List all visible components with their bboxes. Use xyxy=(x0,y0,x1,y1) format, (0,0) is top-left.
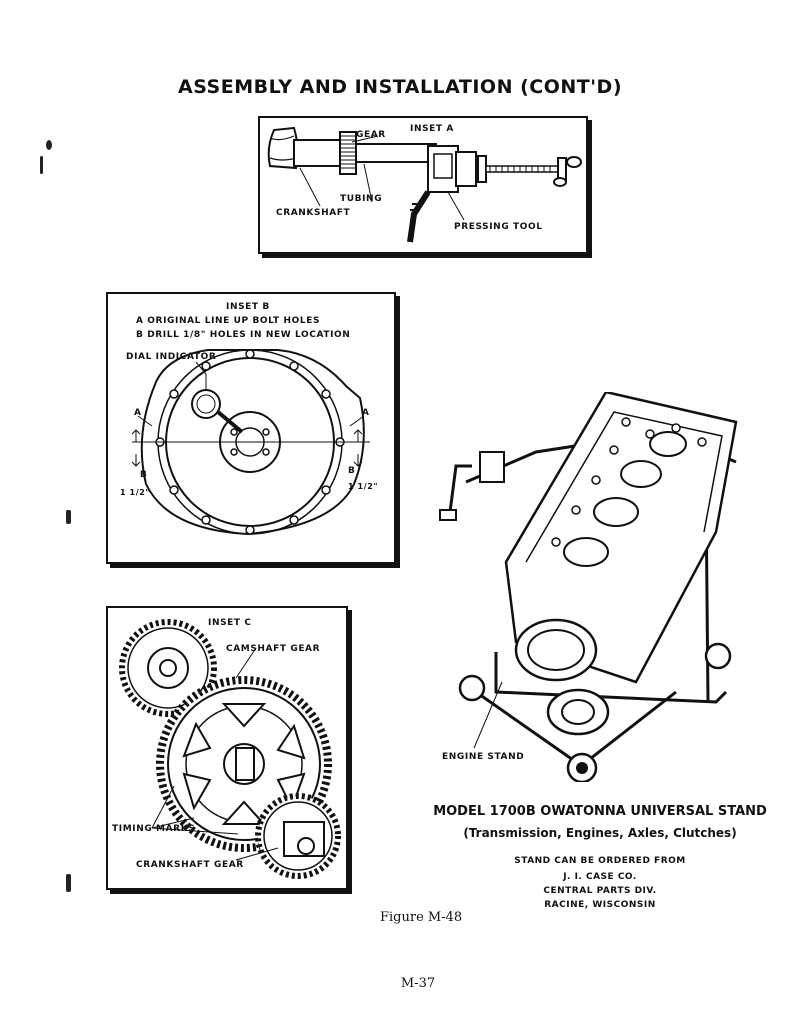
letter-a-left: A xyxy=(134,408,142,418)
timing-marks-label: TIMING MARKS xyxy=(112,824,196,834)
inset-a-title: INSET A xyxy=(410,124,454,134)
inset-c-panel: INSET C CAMSHAFT GEAR TIMING MARKS CRANK… xyxy=(106,606,348,890)
inset-b-title: INSET B xyxy=(226,302,270,312)
figure-caption: Figure M-48 xyxy=(380,910,463,925)
dimension-right: 1 1/2" xyxy=(348,482,379,491)
engine-stand-illustration xyxy=(439,392,738,782)
order-line-2: J. I. CASE CO. xyxy=(563,872,637,882)
order-line-1: STAND CAN BE ORDERED FROM xyxy=(514,856,686,866)
pressing-tool-label: PRESSING TOOL xyxy=(454,222,543,232)
page-number: M-37 xyxy=(400,976,436,991)
letter-b-left: B xyxy=(140,470,148,480)
timing-gears-illustration xyxy=(119,619,341,879)
legend-a: A ORIGINAL LINE UP BOLT HOLES xyxy=(136,316,321,326)
flywheel-housing-illustration xyxy=(131,349,370,536)
order-line-3: CENTRAL PARTS DIV. xyxy=(543,886,657,896)
dimension-left: 1 1/2" xyxy=(120,488,151,497)
crankshaft-label: CRANKSHAFT xyxy=(276,208,351,218)
scan-speck xyxy=(66,510,71,524)
inset-b-panel: INSET B A ORIGINAL LINE UP BOLT HOLES B … xyxy=(106,292,396,564)
letter-b-right: B xyxy=(348,466,356,476)
inset-c-title: INSET C xyxy=(208,618,252,628)
stand-model-title: MODEL 1700B OWATONNA UNIVERSAL STAND xyxy=(433,804,767,819)
scan-speck xyxy=(40,156,43,174)
dial-indicator-label: DIAL INDICATOR xyxy=(126,352,217,362)
inset-a-panel: INSET A GEAR TUBING CRANKSHAFT PRESSING … xyxy=(258,116,588,254)
tubing-label: TUBING xyxy=(340,194,383,204)
order-line-4: RACINE, WISCONSIN xyxy=(544,900,656,910)
engine-stand-label: ENGINE STAND xyxy=(442,752,525,762)
camshaft-gear-label: CAMSHAFT GEAR xyxy=(226,644,321,654)
page-title: ASSEMBLY AND INSTALLATION (CONT'D) xyxy=(178,76,622,98)
gear-label: GEAR xyxy=(356,130,386,140)
crankshaft-gear-label: CRANKSHAFT GEAR xyxy=(136,860,244,870)
letter-a-right: A xyxy=(362,408,370,418)
stand-subtitle: (Transmission, Engines, Axles, Clutches) xyxy=(463,826,737,840)
scan-speck xyxy=(46,140,52,150)
scan-speck xyxy=(66,874,71,892)
legend-b: B DRILL 1/8" HOLES IN NEW LOCATION xyxy=(136,330,351,340)
crankshaft-pressing-illustration xyxy=(267,126,582,243)
